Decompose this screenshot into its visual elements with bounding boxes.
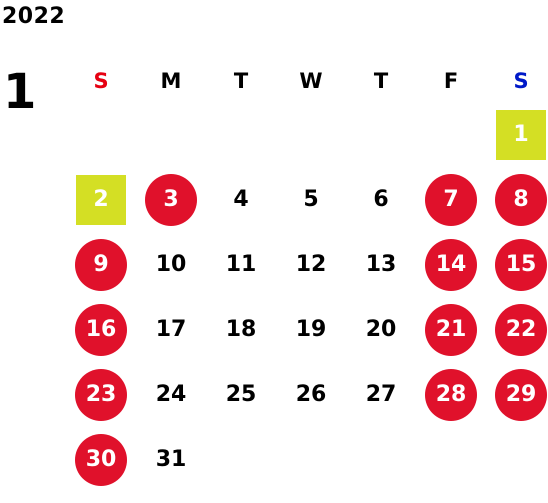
day-number: 23	[75, 368, 127, 421]
weekday-header-saturday: S	[513, 69, 529, 93]
calendar-day-30: 30	[66, 427, 136, 492]
calendar-day-28: 28	[416, 362, 486, 427]
calendar-day-26: 26	[276, 362, 346, 427]
calendar-day-23: 23	[66, 362, 136, 427]
calendar-day-5: 5	[276, 167, 346, 232]
day-number: 11	[225, 252, 257, 277]
calendar-day-6: 6	[346, 167, 416, 232]
day-number: 6	[373, 187, 389, 212]
day-number: 29	[495, 368, 547, 421]
day-number: 19	[295, 317, 327, 342]
day-number: 13	[365, 252, 397, 277]
weekday-header-thursday: T	[373, 69, 389, 93]
weekday-header-sunday: S	[93, 69, 109, 93]
day-number: 25	[225, 382, 257, 407]
day-number: 20	[365, 317, 397, 342]
day-number: 28	[425, 368, 477, 421]
weekday-header-monday: M	[160, 69, 182, 93]
calendar-year: 2022	[2, 4, 66, 29]
day-number: 14	[425, 238, 477, 291]
calendar-day-27: 27	[346, 362, 416, 427]
day-number: 12	[295, 252, 327, 277]
calendar-day-16: 16	[66, 297, 136, 362]
calendar-day-12: 12	[276, 232, 346, 297]
calendar-day-20: 20	[346, 297, 416, 362]
calendar-day-9: 9	[66, 232, 136, 297]
day-number: 26	[295, 382, 327, 407]
day-number: 10	[155, 252, 187, 277]
weekday-header-wednesday: W	[299, 69, 323, 93]
day-number: 2	[76, 174, 126, 225]
day-number: 3	[145, 173, 197, 226]
calendar-day-2: 2	[66, 167, 136, 232]
calendar-day-22: 22	[486, 297, 548, 362]
calendar-day-4: 4	[206, 167, 276, 232]
day-number: 15	[495, 238, 547, 291]
calendar-day-14: 14	[416, 232, 486, 297]
day-number: 30	[75, 433, 127, 486]
day-number: 21	[425, 303, 477, 356]
weekday-header-tuesday: T	[233, 69, 249, 93]
calendar-day-21: 21	[416, 297, 486, 362]
day-number: 22	[495, 303, 547, 356]
day-number: 7	[425, 173, 477, 226]
calendar-day-25: 25	[206, 362, 276, 427]
day-number: 17	[155, 317, 187, 342]
day-number: 16	[75, 303, 127, 356]
day-number: 31	[155, 447, 187, 472]
calendar-day-24: 24	[136, 362, 206, 427]
calendar-day-8: 8	[486, 167, 548, 232]
calendar-day-7: 7	[416, 167, 486, 232]
day-number: 5	[303, 187, 319, 212]
weekday-header-friday: F	[443, 69, 459, 93]
day-number: 18	[225, 317, 257, 342]
day-number: 1	[496, 109, 546, 160]
day-number: 4	[233, 187, 249, 212]
calendar-day-15: 15	[486, 232, 548, 297]
calendar-day-1: 1	[486, 102, 548, 167]
calendar-day-11: 11	[206, 232, 276, 297]
calendar-day-13: 13	[346, 232, 416, 297]
day-number: 8	[495, 173, 547, 226]
calendar-day-19: 19	[276, 297, 346, 362]
calendar-day-3: 3	[136, 167, 206, 232]
calendar-day-17: 17	[136, 297, 206, 362]
calendar-day-10: 10	[136, 232, 206, 297]
calendar-day-18: 18	[206, 297, 276, 362]
day-number: 9	[75, 238, 127, 291]
calendar-day-29: 29	[486, 362, 548, 427]
calendar-month: 1	[3, 64, 37, 120]
day-number: 24	[155, 382, 187, 407]
calendar-day-31: 31	[136, 427, 206, 492]
day-number: 27	[365, 382, 397, 407]
